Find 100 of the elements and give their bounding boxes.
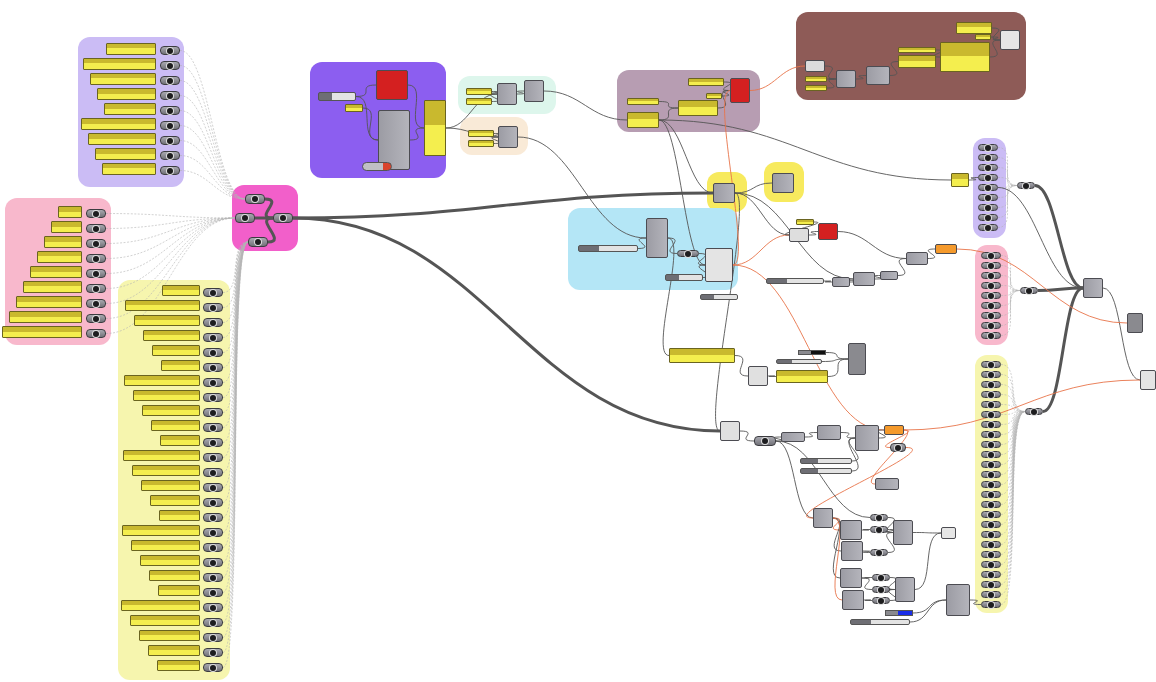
parameter-pill xyxy=(981,322,1001,329)
panel-box xyxy=(669,348,735,363)
component-block xyxy=(884,425,904,435)
panel-box xyxy=(58,206,82,218)
wire xyxy=(990,36,1001,41)
component-block xyxy=(378,110,410,170)
parameter-pill xyxy=(978,174,998,181)
wire xyxy=(637,237,647,249)
parameter-pill xyxy=(981,262,1001,269)
component-block xyxy=(855,425,879,451)
component-block xyxy=(498,126,518,148)
wire xyxy=(914,532,942,590)
parameter-pill xyxy=(981,551,1001,558)
panel-box xyxy=(143,330,200,341)
component-group xyxy=(617,70,760,132)
parameter-pill xyxy=(981,411,1001,418)
wire xyxy=(848,437,859,472)
parameter-pill xyxy=(203,303,223,312)
component-block xyxy=(906,252,928,265)
parameter-pill xyxy=(978,224,998,231)
parameter-pill xyxy=(981,461,1001,468)
component-group xyxy=(975,355,1008,613)
parameter-pill xyxy=(1017,182,1035,189)
wire xyxy=(885,429,909,448)
wire xyxy=(832,517,841,579)
parameter-pill xyxy=(203,363,223,372)
parameter-pill xyxy=(203,378,223,387)
panel-box xyxy=(776,370,828,383)
wire xyxy=(989,39,1001,58)
wire xyxy=(732,234,790,266)
parameter-pill xyxy=(981,501,1001,508)
parameter-pill xyxy=(981,272,1001,279)
parameter-pill xyxy=(203,513,223,522)
wire xyxy=(840,432,856,439)
component-block xyxy=(842,590,864,610)
parameter-pill xyxy=(160,91,180,100)
component-block xyxy=(875,478,899,490)
wire xyxy=(909,599,947,623)
wire xyxy=(871,429,908,485)
wire xyxy=(832,517,841,531)
wire xyxy=(823,280,833,283)
parameter-pill xyxy=(978,204,998,211)
component-block xyxy=(524,80,544,102)
wire xyxy=(724,90,739,266)
parameter-pill xyxy=(203,588,223,597)
wire xyxy=(658,119,706,266)
panel-box xyxy=(139,630,200,641)
panel-box xyxy=(956,22,992,34)
panel-box xyxy=(121,600,200,611)
component-block xyxy=(748,366,768,386)
wire xyxy=(1042,286,1084,413)
parameter-pill xyxy=(203,453,223,462)
wire xyxy=(490,93,499,102)
component-block xyxy=(1083,278,1103,298)
wire xyxy=(888,589,897,601)
parameter-pill xyxy=(981,601,1001,608)
parameter-pill xyxy=(981,541,1001,548)
component-block xyxy=(497,83,517,105)
panel-box xyxy=(161,360,200,371)
number-slider xyxy=(665,274,703,281)
panel-box xyxy=(162,285,200,296)
wire xyxy=(808,231,819,236)
parameter-pill xyxy=(981,521,1001,528)
parameter-pill xyxy=(981,381,1001,388)
wire xyxy=(832,517,843,601)
wire xyxy=(806,447,913,519)
parameter-pill xyxy=(273,213,293,223)
component-block xyxy=(646,218,668,258)
panel-box xyxy=(104,103,156,115)
wire xyxy=(767,375,777,377)
wire xyxy=(491,136,501,144)
parameter-pill xyxy=(981,481,1001,488)
parameter-pill xyxy=(978,214,998,221)
number-slider xyxy=(766,278,824,284)
wire xyxy=(886,529,895,533)
parameter-pill xyxy=(981,332,1001,339)
wire xyxy=(179,155,246,200)
wire xyxy=(968,177,979,181)
component-block xyxy=(935,244,957,254)
wire xyxy=(491,133,501,138)
wire xyxy=(1000,290,1021,336)
parameter-pill xyxy=(978,144,998,151)
wire xyxy=(490,91,499,95)
panel-box xyxy=(102,163,156,175)
panel-box xyxy=(898,47,936,53)
parameter-pill xyxy=(981,421,1001,428)
component-group xyxy=(310,62,446,178)
panel-box xyxy=(678,100,718,116)
wire xyxy=(877,429,886,439)
panel-box xyxy=(142,405,200,416)
panel-box xyxy=(125,300,200,311)
wire xyxy=(409,127,425,141)
parameter-pill xyxy=(981,531,1001,538)
panel-box xyxy=(30,266,82,278)
wire xyxy=(293,191,713,220)
panel-box xyxy=(796,219,814,225)
wire xyxy=(886,532,895,553)
component-block xyxy=(946,584,970,616)
wire xyxy=(903,379,1141,431)
parameter-pill xyxy=(981,391,1001,398)
